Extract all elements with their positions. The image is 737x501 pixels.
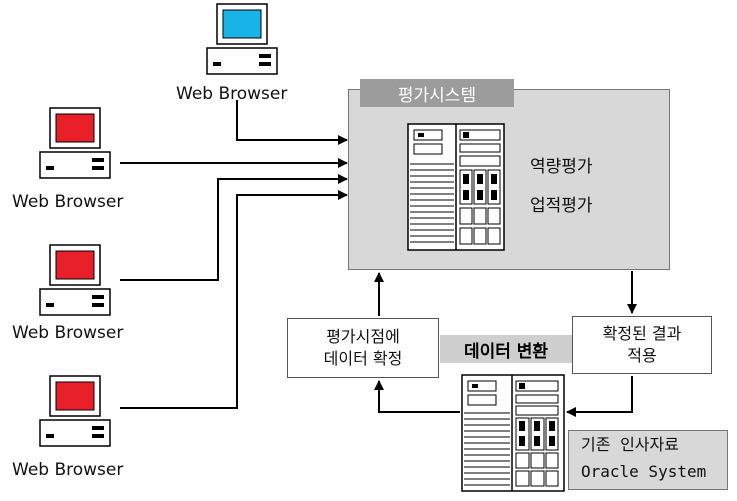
connector-browser-3 xyxy=(120,174,348,281)
client-label-2: Web Browser xyxy=(12,192,124,212)
connector-browser-4 xyxy=(120,190,348,409)
confirm-data-box: 평가시점에 데이터 확정 xyxy=(287,318,439,378)
connector-browser-1 xyxy=(236,100,348,145)
computer-icon-1 xyxy=(206,3,278,75)
client-label-3: Web Browser xyxy=(12,323,124,343)
apply-result-line-2: 적용 xyxy=(627,346,657,365)
client-label-1: Web Browser xyxy=(176,84,288,104)
confirm-data-line-1: 평가시점에 xyxy=(326,327,400,346)
system-item-performance: 업적평가 xyxy=(530,196,593,216)
computer-icon-3 xyxy=(39,244,111,316)
legacy-line-1: 기존 인사자료 xyxy=(581,435,679,454)
data-conversion-label: 데이터 변환 xyxy=(440,335,572,363)
computer-icon-4 xyxy=(39,375,111,447)
computer-icon-2 xyxy=(39,107,111,179)
apply-result-box: 확정된 결과 적용 xyxy=(572,316,712,374)
client-label-4: Web Browser xyxy=(12,460,124,480)
arrow-result-to-legacy xyxy=(566,376,633,417)
apply-result-line-1: 확정된 결과 xyxy=(602,324,682,343)
system-item-competency: 역량평가 xyxy=(530,157,593,177)
legacy-line-2: Oracle System xyxy=(581,462,707,481)
confirm-data-line-2: 데이터 확정 xyxy=(323,349,403,368)
evaluation-system-title: 평가시스템 xyxy=(360,79,514,107)
legacy-system-box: 기존 인사자료 Oracle System xyxy=(568,430,728,490)
arrow-legacy-to-confirm xyxy=(374,380,460,413)
